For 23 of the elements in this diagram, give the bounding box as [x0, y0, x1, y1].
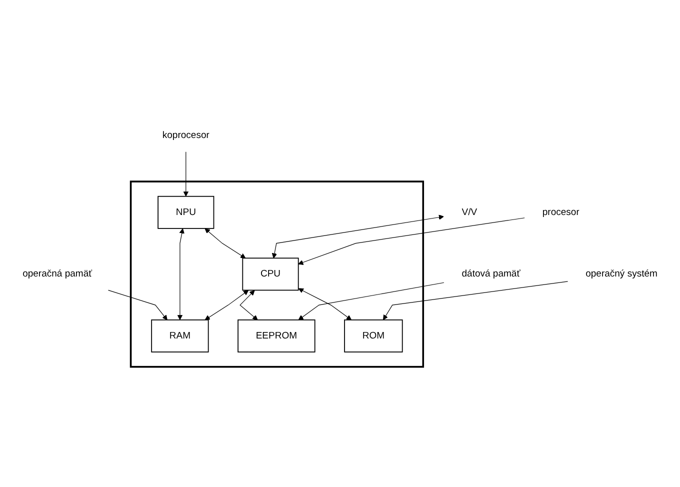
node-box: ROM [344, 320, 403, 353]
node-text: dátová pamäť [462, 269, 520, 280]
node-text: operačný systém [586, 269, 658, 280]
cluster [130, 180, 424, 368]
node-box: RAM [151, 320, 209, 353]
node-text: procesor [542, 207, 580, 218]
arrow [298, 282, 444, 320]
node-box: EEPROM [238, 320, 316, 353]
node-text: V/V [462, 207, 478, 218]
arrow [177, 228, 184, 320]
arrow [204, 290, 249, 320]
arrow [272, 214, 444, 259]
node-text: koprocesor [162, 130, 210, 141]
arrow [298, 288, 352, 320]
node-text: operačná pamäť [22, 269, 92, 280]
arrow [183, 152, 188, 197]
node-box: NPU [158, 196, 214, 230]
arrow [298, 218, 525, 266]
arrow [383, 281, 568, 320]
node-box: CPU [242, 258, 299, 291]
arrow [108, 290, 168, 320]
arrow [240, 290, 258, 320]
arrow [204, 228, 246, 259]
